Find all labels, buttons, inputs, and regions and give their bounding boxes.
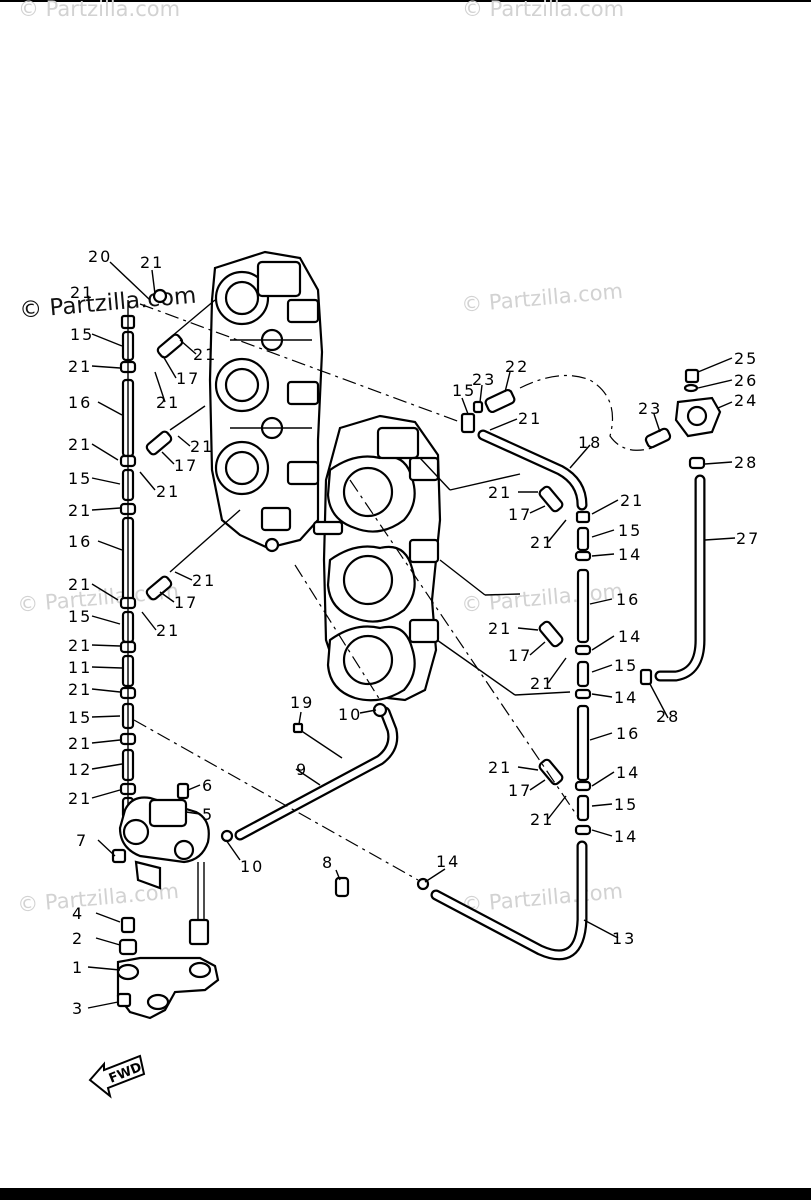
callout-21: 21 [68,501,92,520]
callout-19: 19 [290,693,314,712]
callout-3: 3 [72,999,84,1018]
callout-14: 14 [614,827,638,846]
callout-10: 10 [338,705,362,724]
callout-24: 24 [734,391,758,410]
callout-28: 28 [734,453,758,472]
callout-21: 21 [140,253,164,272]
leader-lines [87,261,736,1009]
callout-13: 13 [612,929,636,948]
callout-17: 17 [508,646,532,665]
callout-15: 15 [614,656,638,675]
callout-21: 21 [68,636,92,655]
forward-arrow: FWD [88,1054,146,1099]
callout-21: 21 [192,571,216,590]
callout-21: 21 [156,393,180,412]
callout-21: 21 [530,533,554,552]
callout-14: 14 [436,852,460,871]
callout-17: 17 [176,369,200,388]
pump-bracket [116,916,220,1020]
callout-15: 15 [70,325,94,344]
callout-17: 17 [174,593,198,612]
callout-15: 15 [68,607,92,626]
callout-15: 15 [68,708,92,727]
callout-2: 2 [72,929,84,948]
callout-9: 9 [296,760,308,779]
callout-16: 16 [616,590,640,609]
callout-10: 10 [240,857,264,876]
top-border [0,0,811,2]
callout-14: 14 [614,688,638,707]
callout-16: 16 [616,724,640,743]
callout-7: 7 [76,831,88,850]
callout-21: 21 [190,437,214,456]
callout-20: 20 [88,247,112,266]
right-fuel-line-stack [574,510,592,836]
callout-8: 8 [322,853,334,872]
watermark-mid-right-2: © Partzilla.com [460,579,624,617]
callout-21: 21 [488,758,512,777]
callout-11: 11 [68,658,92,677]
callout-21: 21 [156,621,180,640]
connection-lines [133,299,653,881]
callout-16: 16 [68,532,92,551]
callout-6: 6 [202,776,214,795]
callout-26: 26 [734,371,758,390]
watermark-mid-right-1: © Partzilla.com [460,279,624,317]
callout-27: 27 [736,529,760,548]
left-fuel-line-stack [119,300,137,820]
callout-21: 21 [488,619,512,638]
callout-21: 21 [156,482,180,501]
callout-21: 21 [530,674,554,693]
callout-21: 21 [68,575,92,594]
callout-21: 21 [68,680,92,699]
callout-21: 21 [193,345,217,364]
callout-23: 23 [472,370,496,389]
callout-21: 21 [68,789,92,808]
callout-14: 14 [618,545,642,564]
small-parts [145,288,564,898]
callout-17: 17 [508,781,532,800]
callout-21: 21 [68,357,92,376]
callout-21: 21 [68,435,92,454]
hoses [234,429,706,961]
callout-21: 21 [68,734,92,753]
callout-5: 5 [202,805,214,824]
watermark-top-right: © Partzilla.com [462,0,624,21]
callout-25: 25 [734,349,758,368]
callout-22: 22 [505,357,529,376]
callout-21: 21 [620,491,644,510]
bottom-border [0,1188,811,1200]
callout-17: 17 [174,456,198,475]
right-carburetor-bank [312,414,442,702]
callout-21: 21 [488,483,512,502]
watermark-main: © Partzilla.com [18,283,197,324]
callout-labels: 20 21 15 21 16 21 15 21 16 21 15 21 11 2… [68,247,760,1018]
callout-14: 14 [618,627,642,646]
callout-12: 12 [68,760,92,779]
callout-23: 23 [638,399,662,418]
left-carburetor-bank [208,250,324,553]
callout-15: 15 [68,469,92,488]
callout-28: 28 [656,707,680,726]
callout-15: 15 [452,381,476,400]
callout-1: 1 [72,958,84,977]
callout-16: 16 [68,393,92,412]
callout-14: 14 [616,763,640,782]
watermark-top-left: © Partzilla.com [18,0,180,21]
callout-18: 18 [578,433,602,452]
callout-21: 21 [70,283,94,302]
top-right-fittings [460,368,722,686]
callout-15: 15 [614,795,638,814]
fuel-pump [111,782,210,946]
callout-21: 21 [518,409,542,428]
callout-4: 4 [72,904,84,923]
callout-15: 15 [618,521,642,540]
watermark-low-right: © Partzilla.com [460,879,624,917]
callout-17: 17 [508,505,532,524]
callout-21: 21 [530,810,554,829]
